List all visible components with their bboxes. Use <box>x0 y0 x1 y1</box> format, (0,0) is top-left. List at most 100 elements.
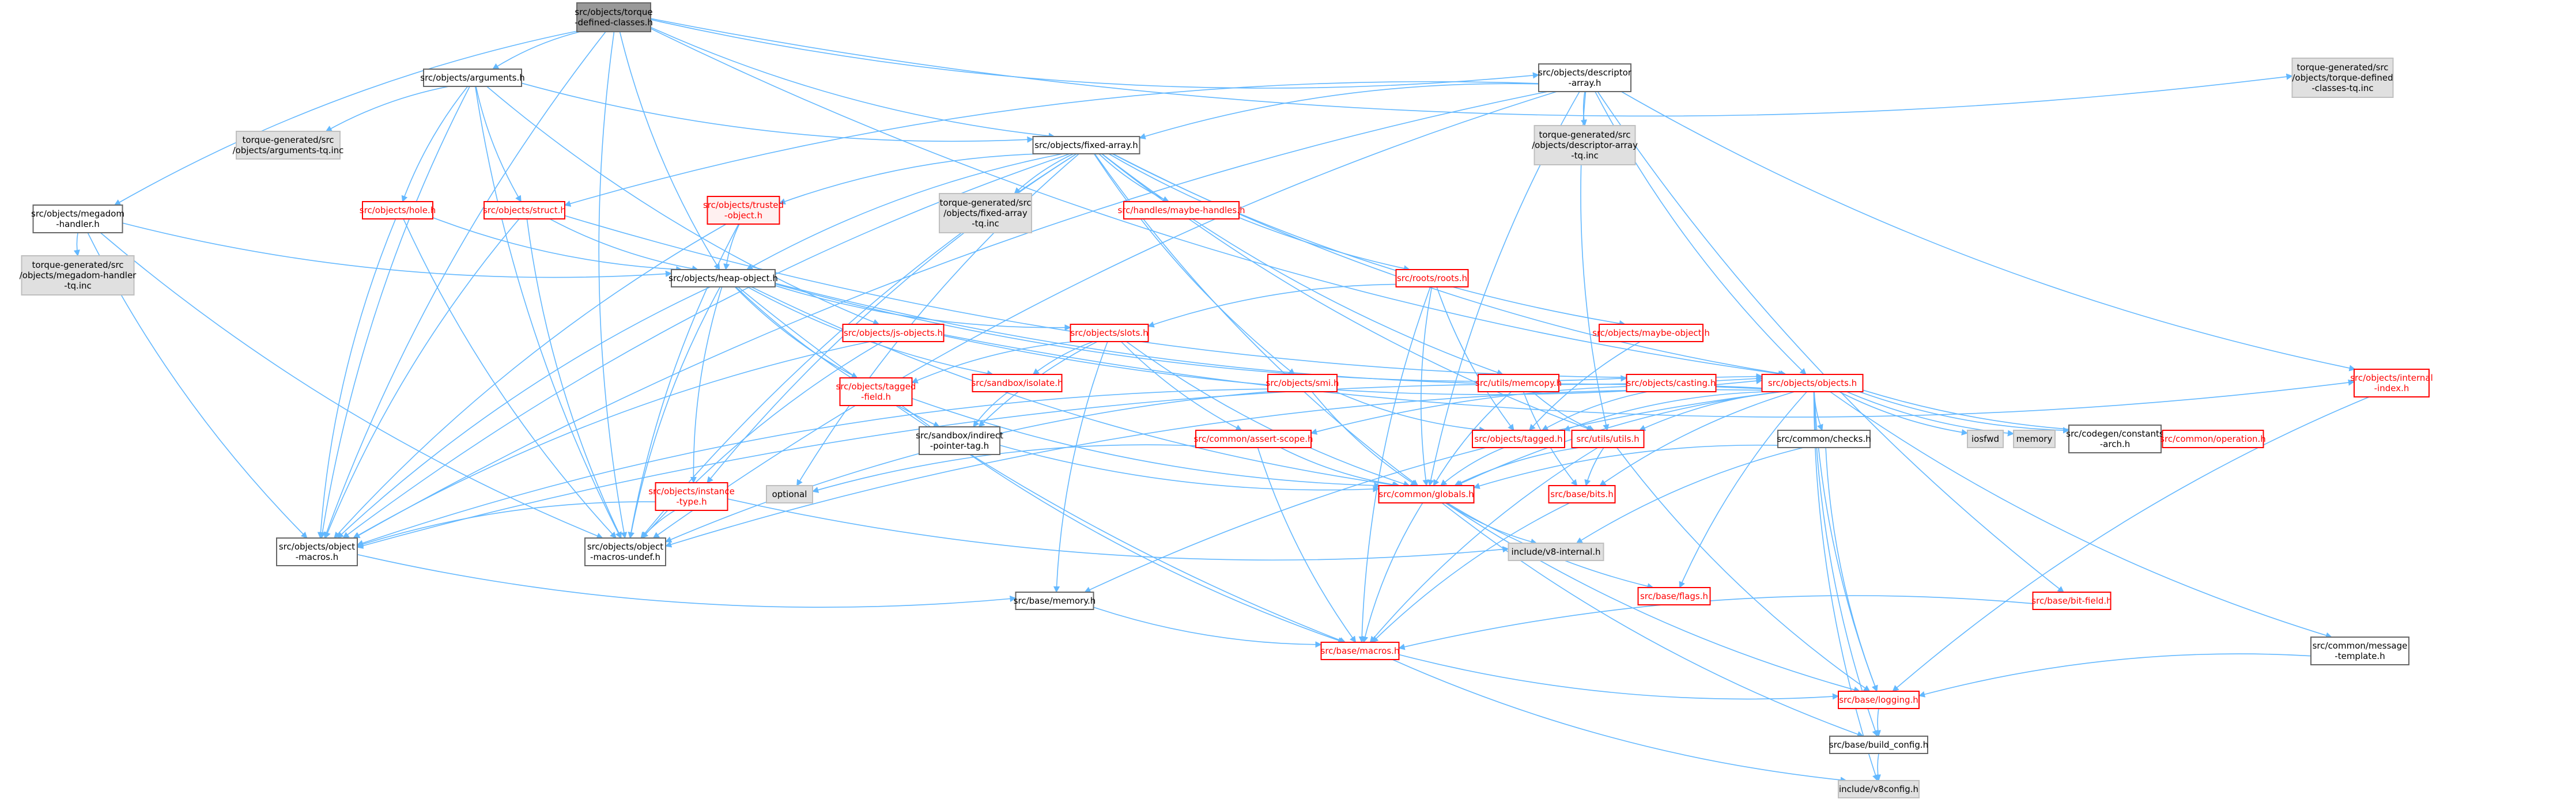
edge-struct-to-objects <box>564 215 1763 380</box>
edge-globals-to-macros <box>1362 502 1423 643</box>
node-tg-arguments-inc: torque-generated/src/objects/arguments-t… <box>233 131 343 160</box>
node-instance-type[interactable]: src/objects/instance-type.h <box>648 482 735 511</box>
edge-object_macros-to-base_memory <box>357 554 1017 608</box>
edge-objects-to-v8config <box>1813 391 1879 782</box>
node-casting[interactable]: src/objects/casting.h <box>1626 374 1717 392</box>
node-label: src/roots/roots.h <box>1397 273 1467 283</box>
node-box <box>1538 63 1631 92</box>
node-heap-object[interactable]: src/objects/heap-object.h <box>668 269 778 287</box>
node-label: src/objects/slots.h <box>1070 328 1148 338</box>
edge-roots-to-macros <box>1358 286 1431 643</box>
node-checks[interactable]: src/common/checks.h <box>1777 430 1871 448</box>
edge-smi-to-object_macros <box>356 388 1268 547</box>
edge-indirect_ptr-to-globals <box>999 445 1380 493</box>
edge-utils-to-logging <box>1616 447 1871 692</box>
node-box <box>2068 425 2162 453</box>
edge-fixed_array-to-maybe_object <box>1112 153 1626 327</box>
node-struct[interactable]: src/objects/struct.h <box>483 201 566 219</box>
node-bits[interactable]: src/base/bits.h <box>1548 485 1616 503</box>
node-box <box>236 131 341 160</box>
edge-macros-to-logging <box>1399 654 1840 700</box>
node-label: -macros-undef.h <box>590 552 660 562</box>
node-box <box>1395 269 1469 287</box>
node-tg-megadom-inc: torque-generated/src/objects/megadom-han… <box>20 255 137 296</box>
node-maybe-handles[interactable]: src/handles/maybe-handles.h <box>1117 201 1245 219</box>
node-base-memory[interactable]: src/base/memory.h <box>1014 592 1096 610</box>
node-megadom[interactable]: src/objects/megadom-handler.h <box>31 204 124 233</box>
node-codegen-const[interactable]: src/codegen/constants-arch.h <box>2066 425 2164 453</box>
node-label: src/codegen/constants <box>2066 429 2164 439</box>
node-label: src/common/globals.h <box>1378 489 1474 499</box>
node-objects[interactable]: src/objects/objects.h <box>1761 374 1864 392</box>
node-label: src/objects/hole.h <box>360 205 436 215</box>
node-label: optional <box>772 489 807 499</box>
node-box <box>2291 58 2394 98</box>
node-globals[interactable]: src/common/globals.h <box>1378 485 1475 503</box>
node-slots[interactable]: src/objects/slots.h <box>1070 324 1149 342</box>
node-js-objects[interactable]: src/objects/js-objects.h <box>842 324 945 342</box>
node-build-config[interactable]: src/base/build_config.h <box>1829 736 1928 754</box>
edge-base_memory-to-macros <box>1093 607 1322 648</box>
node-box <box>1548 485 1616 503</box>
node-root[interactable]: src/objects/torque-defined-classes.h <box>575 2 653 32</box>
edge-logging-to-build_config <box>1874 708 1881 737</box>
node-trusted-object[interactable]: src/objects/trusted-object.h <box>703 196 784 225</box>
edge-objects-to-utils <box>1638 391 1781 431</box>
node-macros[interactable]: src/base/macros.h <box>1320 642 1400 660</box>
edge-memcopy-to-globals <box>1433 391 1512 486</box>
node-hole[interactable]: src/objects/hole.h <box>360 201 436 219</box>
edge-instance_type-to-object_macros <box>356 501 656 548</box>
node-box <box>655 482 728 511</box>
header-nodes: src/objects/torque-defined-classes.h src/… <box>20 2 2433 798</box>
edge-maybe_object-to-tagged <box>1529 341 1641 431</box>
node-box <box>21 255 135 296</box>
edge-trusted_object-to-object_macros_undef <box>628 224 739 539</box>
node-box <box>1626 374 1717 392</box>
node-tagged[interactable]: src/objects/tagged.h <box>1472 430 1565 448</box>
edge-desc_array-to-fixed_array <box>1139 83 1539 139</box>
node-smi[interactable]: src/objects/smi.h <box>1266 374 1339 392</box>
node-box <box>423 69 522 87</box>
node-roots[interactable]: src/roots/roots.h <box>1395 269 1469 287</box>
node-internal-index[interactable]: src/objects/internal-index.h <box>2350 369 2433 397</box>
node-logging[interactable]: src/base/logging.h <box>1838 691 1920 709</box>
edge-arguments-to-fixed_array <box>521 82 1034 143</box>
edge-slots-to-sandbox_isolate <box>1032 341 1094 375</box>
node-object-macros-undef[interactable]: src/objects/object-macros-undef.h <box>584 537 666 566</box>
node-bit-field[interactable]: src/base/bit-field.h <box>2031 592 2112 610</box>
node-indirect-ptr[interactable]: src/sandbox/indirect-pointer-tag.h <box>916 426 1003 455</box>
edge-smi-to-globals <box>1312 391 1418 486</box>
edge-fixed_array-to-trusted_object <box>779 153 1041 204</box>
node-label: src/base/bits.h <box>1550 489 1613 499</box>
node-box <box>484 201 565 219</box>
edge-slots-to-base_memory <box>1053 341 1108 593</box>
node-operation[interactable]: src/common/operation.h <box>2160 430 2266 448</box>
node-sandbox-isolate[interactable]: src/sandbox/isolate.h <box>971 374 1063 392</box>
node-desc-array[interactable]: src/objects/descriptor-array.h <box>1538 63 1632 92</box>
node-tagged-field[interactable]: src/objects/tagged-field.h <box>836 377 916 406</box>
node-label: src/objects/object <box>279 541 355 552</box>
edge-checks-to-globals <box>1473 444 1778 489</box>
node-assert-scope[interactable]: src/common/assert-scope.h <box>1193 430 1313 448</box>
node-label: -pointer-tag.h <box>930 441 989 451</box>
node-box <box>2162 430 2264 448</box>
node-box <box>1472 430 1565 448</box>
dependency-edges <box>73 18 2370 783</box>
node-label: -array.h <box>1569 78 1601 88</box>
node-label: src/objects/smi.h <box>1266 378 1339 388</box>
node-maybe-object[interactable]: src/objects/maybe-object.h <box>1592 324 1710 342</box>
node-msg-template[interactable]: src/common/message-template.h <box>2310 637 2409 665</box>
node-box <box>2354 369 2430 397</box>
edge-root-to-object_macros_undef <box>598 31 628 539</box>
node-flags[interactable]: src/base/flags.h <box>1637 587 1711 605</box>
node-utils[interactable]: src/utils/utils.h <box>1571 430 1645 448</box>
node-box <box>1195 430 1312 448</box>
node-label: torque-generated/src <box>242 135 334 145</box>
node-box <box>1571 430 1645 448</box>
node-fixed-array[interactable]: src/objects/fixed-array.h <box>1032 136 1140 154</box>
node-label: src/base/build_config.h <box>1829 740 1928 751</box>
node-memcopy[interactable]: src/utils/memcopy.h <box>1475 374 1562 392</box>
node-arguments[interactable]: src/objects/arguments.h <box>420 69 525 87</box>
node-label: /objects/torque-defined <box>2292 73 2393 83</box>
node-object-macros[interactable]: src/objects/object-macros.h <box>276 537 358 566</box>
